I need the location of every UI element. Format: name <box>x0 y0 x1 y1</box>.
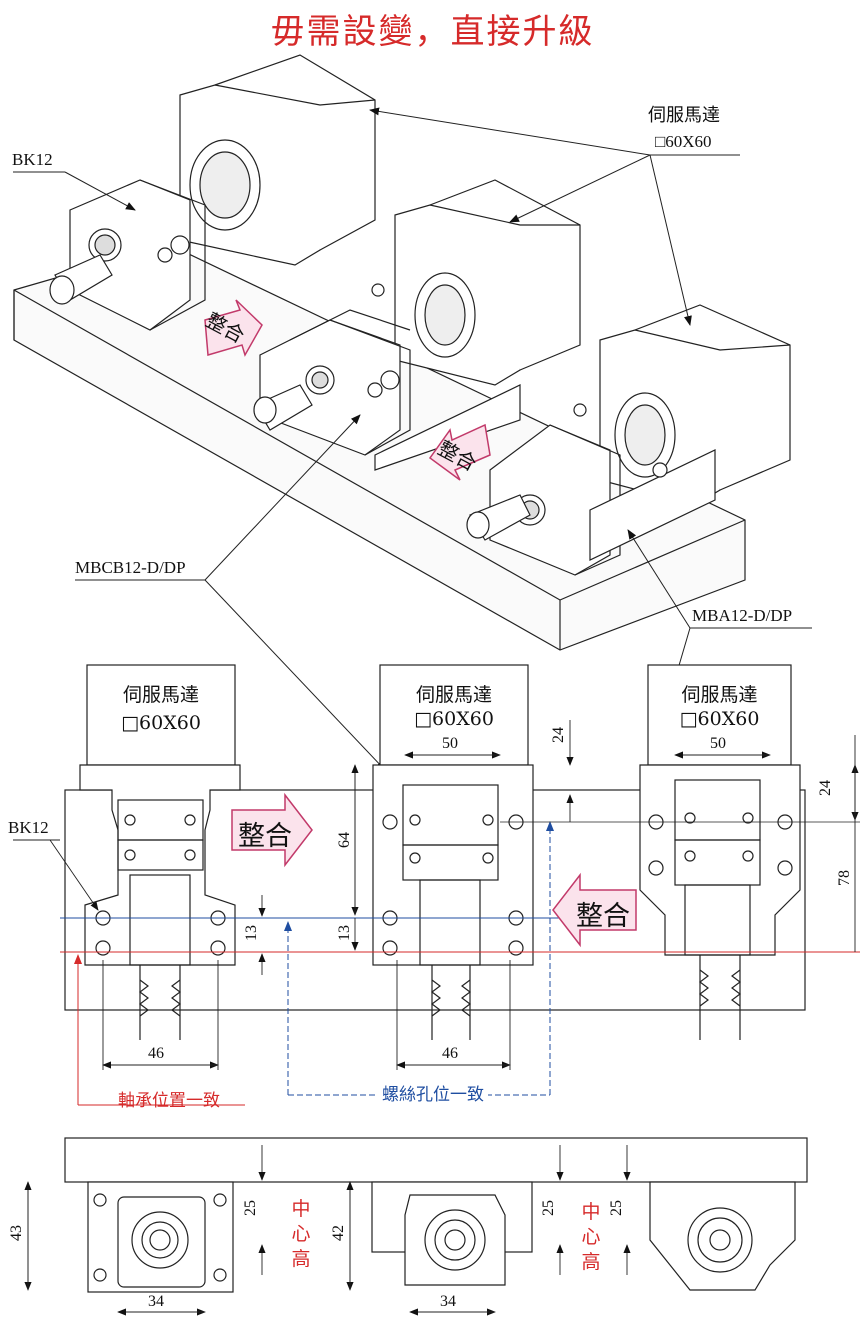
dim-50-mba: 50 <box>710 735 726 752</box>
front-bk12-block <box>79 764 241 1040</box>
dim-46-bk12: 46 <box>148 1045 164 1062</box>
center-height-label-1: 中 心 高 <box>290 1197 312 1272</box>
isometric-view <box>13 54 812 779</box>
dim-46-mbcb: 46 <box>442 1045 458 1062</box>
front-motor-2-size: □60X60 <box>414 708 494 730</box>
dim-13-bk12: 13 <box>243 925 260 941</box>
center-height-char-2: 心 <box>291 1223 311 1245</box>
label-screw-consistent: 螺絲孔位一致 <box>378 1080 488 1105</box>
dim-34-bk12: 34 <box>148 1293 164 1310</box>
center-height-char-3: 高 <box>291 1248 311 1270</box>
label-bk12-iso: BK12 <box>12 150 53 169</box>
front-motor-2-name: 伺服馬達 <box>415 684 492 706</box>
center-height-char-2b: 心 <box>581 1226 601 1248</box>
label-motor-size-iso: □60X60 <box>655 132 712 151</box>
page-title: 毋需設變，直接升級 <box>270 12 595 52</box>
iso-unit-mba <box>466 304 791 576</box>
dim-25-mba: 25 <box>608 1200 625 1216</box>
front-view <box>13 664 860 1106</box>
label-bearing-consistent: 軸承位置一致 <box>118 1091 220 1111</box>
label-servo-motor-iso: 伺服馬達 <box>648 105 720 126</box>
dim-50-mbcb: 50 <box>442 735 458 752</box>
dim-13-mbcb: 13 <box>336 925 353 941</box>
dim-42: 42 <box>330 1225 347 1241</box>
front-motor-1-size: □60X60 <box>121 712 201 734</box>
center-height-char-1b: 中 <box>581 1201 601 1223</box>
front-motor-3-name: 伺服馬達 <box>681 684 758 706</box>
dim-24-mbcb: 24 <box>550 727 567 743</box>
center-height-label-2: 中 心 高 <box>580 1200 602 1275</box>
label-mba: MBA12-D/DP <box>692 606 793 625</box>
dim-43: 43 <box>8 1225 25 1241</box>
front-integrate-label-2: 整合 <box>576 901 630 932</box>
dim-25-bk12: 25 <box>242 1200 259 1216</box>
center-height-char-1: 中 <box>291 1198 311 1220</box>
dim-78: 78 <box>836 870 853 886</box>
iso-unit-mbcb <box>253 179 581 471</box>
dim-24-mba: 24 <box>817 780 834 796</box>
front-motor-3-size: □60X60 <box>679 708 760 730</box>
dim-25-mbcb: 25 <box>540 1200 557 1216</box>
label-bk12-front: BK12 <box>8 818 49 837</box>
front-mba-block <box>639 764 801 1040</box>
iso-unit-bk12 <box>49 54 376 331</box>
dim-64: 64 <box>336 832 353 848</box>
front-integrate-label-1: 整合 <box>238 821 292 852</box>
side-view <box>24 1137 808 1316</box>
label-mbcb: MBCB12-D/DP <box>75 558 186 577</box>
center-height-char-3b: 高 <box>581 1251 601 1273</box>
front-motor-1-name: 伺服馬達 <box>122 684 199 706</box>
dim-34-mbcb: 34 <box>440 1293 456 1310</box>
